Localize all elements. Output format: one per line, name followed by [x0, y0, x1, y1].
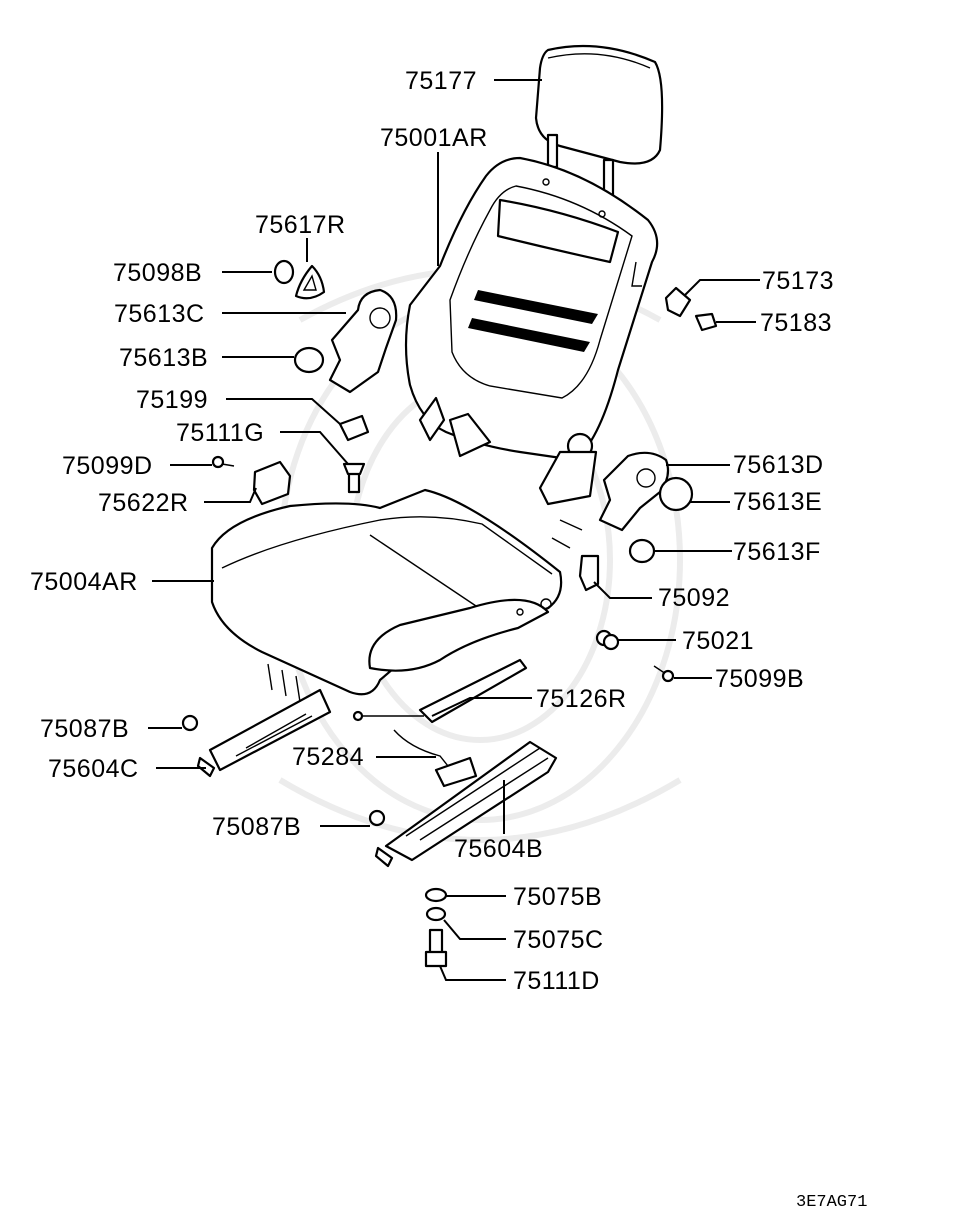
label-nut-087b-lower: 75087B: [212, 813, 301, 841]
right-hardware: [551, 286, 718, 683]
label-washer-b: 75075B: [513, 883, 602, 911]
label-clip-183: 75183: [760, 309, 832, 337]
label-slide-rail-b: 75604B: [454, 835, 543, 863]
label-bolt-g: 75111G: [176, 419, 264, 447]
label-bolt-d: 75111D: [513, 967, 600, 995]
label-hinge-cap-f: 75613F: [733, 538, 821, 566]
label-hinge-cover-d: 75613D: [733, 451, 824, 479]
seatback: [404, 156, 659, 506]
label-bracket: 75092: [658, 584, 730, 612]
label-knob-cover: 75622R: [98, 489, 189, 517]
seat-rails: [181, 658, 558, 968]
label-headrest: 75177: [405, 67, 477, 95]
label-cushion: 75004AR: [30, 568, 138, 596]
label-hinge-cap-e: 75613E: [733, 488, 822, 516]
drawing-code: 3E7AG71: [796, 1193, 867, 1210]
label-slide-rail-c: 75604C: [48, 755, 139, 783]
label-screw-d: 75099D: [62, 452, 153, 480]
label-side-rail-r: 75126R: [536, 685, 627, 713]
label-lever: 75173: [762, 267, 834, 295]
label-nut-021: 75021: [682, 627, 754, 655]
label-nut-087b-upper: 75087B: [40, 715, 129, 743]
label-washer-c: 75075C: [513, 926, 604, 954]
headrest: [534, 44, 664, 198]
leader-lines: [148, 79, 760, 981]
label-screw-b: 75099B: [715, 665, 804, 693]
label-wire: 75284: [292, 743, 364, 771]
label-recliner-cover-inner: 75617R: [255, 211, 346, 239]
label-hinge-cap-b: 75613B: [119, 344, 208, 372]
label-screw-cap: 75098B: [113, 259, 202, 287]
part-labels: 75177 75001AR 75617R 75098B 75613C 75613…: [30, 67, 867, 1210]
left-hardware: [211, 259, 398, 506]
label-hinge-cover-c: 75613C: [114, 300, 205, 328]
label-clip: 75199: [136, 386, 208, 414]
seat-cushion: [210, 488, 563, 696]
label-seatback: 75001AR: [380, 124, 488, 152]
